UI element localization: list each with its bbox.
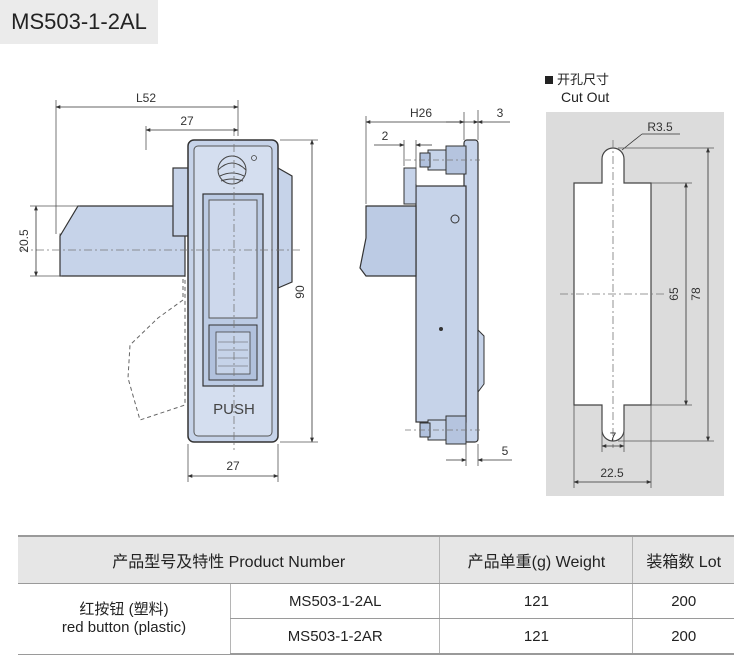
dim-top-width: 27 (180, 114, 194, 128)
cutout-bullet-icon (545, 76, 553, 84)
header-weight: 产品单重(g) Weight (439, 535, 633, 584)
table-header-row: 产品型号及特性 Product Number 产品单重(g) Weight 装箱… (18, 535, 734, 584)
dim-depth: H26 (410, 106, 432, 120)
side-view: H26 2 3 5 (359, 106, 512, 466)
dim-width: 22.5 (600, 466, 624, 480)
cutout-shape (573, 147, 652, 442)
push-label: PUSH (213, 401, 255, 418)
lot-cell: 200 (632, 583, 734, 619)
weight-cell: 121 (439, 618, 633, 655)
technical-drawing: PUSH L52 27 20.5 90 27 (17, 73, 724, 496)
feature-en: red button (plastic) (61, 618, 187, 636)
handle-lever (59, 205, 186, 277)
cutout-label-cn: 开孔尺寸 (557, 73, 609, 88)
table-row: MS503-1-2AR 121 200 (18, 618, 734, 655)
product-title: MS503-1-2AL (11, 9, 147, 34)
table-row: 红按钮 (塑料) red button (plastic) MS503-1-2A… (18, 583, 734, 655)
spec-table: 产品型号及特性 Product Number 产品单重(g) Weight 装箱… (18, 535, 734, 655)
feature-cell: 红按钮 (塑料) red button (plastic) (18, 583, 231, 655)
dim-height: 90 (293, 285, 307, 299)
lot-cell: 200 (632, 618, 734, 655)
model-cell: MS503-1-2AL (229, 583, 440, 619)
dim-outer: 78 (689, 287, 703, 301)
cutout-label-en: Cut Out (561, 89, 609, 105)
dim-flange: 2 (382, 129, 389, 143)
dim-handle-height: 20.5 (17, 229, 31, 253)
weight-cell: 121 (439, 583, 633, 619)
dim-slot: 7 (610, 430, 617, 444)
dim-radius: R3.5 (647, 120, 673, 134)
feature-cn: 红按钮 (塑料) (79, 600, 169, 618)
latch-side-body (415, 185, 467, 423)
header-lot: 装箱数 Lot (632, 535, 734, 584)
dim-total-width: L52 (136, 91, 156, 105)
dim-bottom-width: 27 (226, 459, 240, 473)
dim-top-right: 3 (497, 106, 504, 120)
brand-logo-icon (217, 155, 257, 185)
dim-inner: 65 (667, 287, 681, 301)
model-cell: MS503-1-2AR (229, 618, 440, 655)
cutout-view: 开孔尺寸 Cut Out R3.5 65 78 7 22.5 (545, 73, 724, 496)
front-view: PUSH L52 27 20.5 90 27 (17, 91, 318, 482)
header-product-number: 产品型号及特性 Product Number (18, 535, 440, 584)
dim-bottom-right: 5 (502, 444, 509, 458)
product-title-box: MS503-1-2AL (0, 0, 158, 44)
